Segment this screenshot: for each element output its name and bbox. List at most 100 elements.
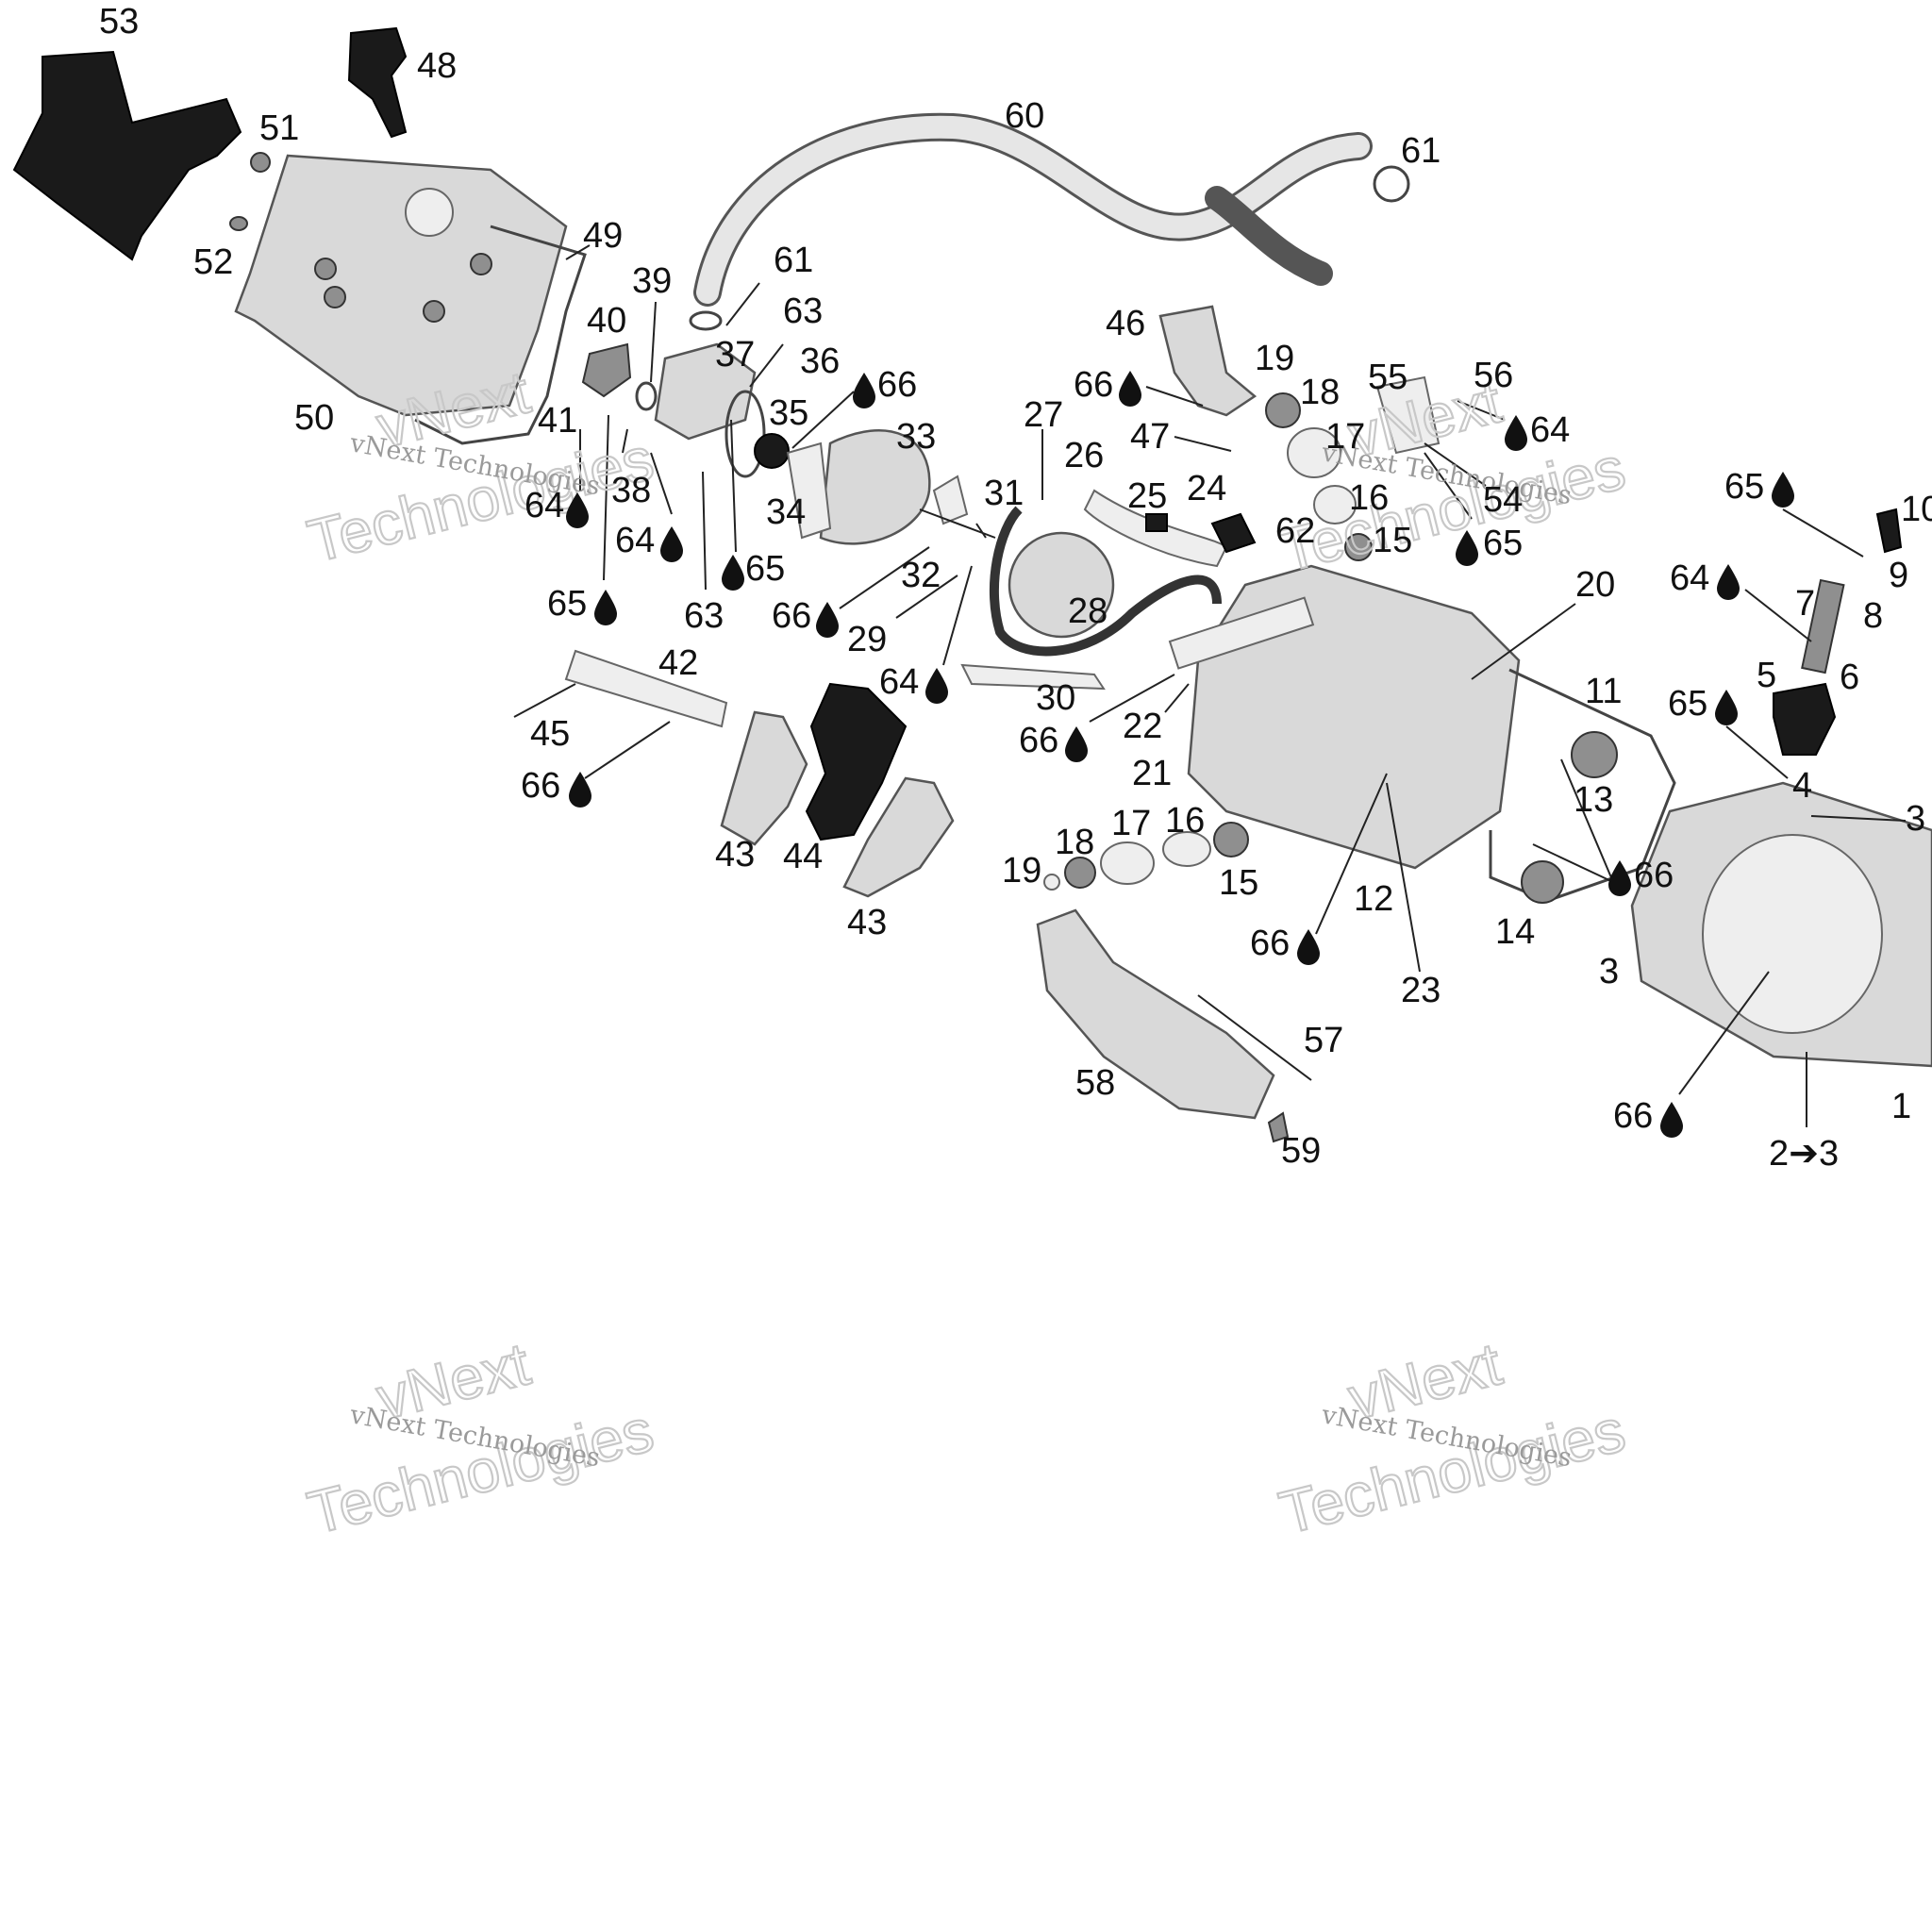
part-15-seal-upper bbox=[1344, 533, 1373, 561]
oil-drop-icon bbox=[569, 772, 591, 808]
callout-59: 59 bbox=[1281, 1131, 1321, 1171]
callout-65: 65 bbox=[547, 584, 587, 624]
leader-38 bbox=[622, 428, 628, 454]
oil-drop-icon bbox=[1608, 860, 1631, 896]
oil-drop-icon bbox=[1065, 726, 1088, 762]
leader-61a bbox=[725, 282, 760, 326]
leader-29 bbox=[895, 575, 958, 619]
part-46-intake bbox=[1158, 305, 1257, 417]
part-57-gasket bbox=[1197, 994, 1312, 1081]
part-62-fitting bbox=[1210, 512, 1257, 554]
leader-23 bbox=[1386, 782, 1421, 973]
part-50-valve-cover bbox=[234, 154, 568, 417]
callout-65-drop: 65 bbox=[1456, 524, 1523, 566]
callout-37: 37 bbox=[715, 335, 755, 375]
callout-15: 15 bbox=[1373, 521, 1412, 560]
callout-36: 36 bbox=[800, 341, 840, 381]
callout-11: 11 bbox=[1585, 672, 1622, 711]
callout-2-to-3: 2➔3 bbox=[1769, 1134, 1839, 1174]
callout-14: 14 bbox=[1495, 912, 1535, 952]
callout-22: 22 bbox=[1123, 707, 1162, 746]
callout-39: 39 bbox=[632, 261, 672, 301]
callout-40: 40 bbox=[587, 301, 626, 341]
callout-64: 64 bbox=[1670, 558, 1709, 598]
part-42-shaft bbox=[564, 649, 728, 728]
callout-64: 64 bbox=[879, 662, 919, 702]
callout-45: 45 bbox=[530, 714, 570, 754]
part-33-cover bbox=[819, 429, 931, 545]
part-16-spring-inner-upper bbox=[1313, 485, 1357, 525]
callout-66: 66 bbox=[877, 365, 917, 405]
part-49-gasket bbox=[414, 225, 587, 445]
callout-34: 34 bbox=[766, 492, 806, 532]
leader-64d bbox=[1457, 400, 1506, 421]
callout-52: 52 bbox=[193, 242, 233, 282]
part-34-plate bbox=[786, 441, 832, 540]
callout-64: 64 bbox=[615, 521, 655, 560]
callout-64-drop: 64 bbox=[879, 662, 948, 704]
callout-66: 66 bbox=[772, 596, 811, 636]
oil-drop-icon bbox=[925, 668, 948, 704]
callout-13: 13 bbox=[1574, 780, 1613, 820]
cover-hole-a bbox=[314, 258, 337, 280]
part-25-bolt bbox=[1145, 513, 1168, 532]
part-58-exhaust bbox=[1036, 908, 1275, 1120]
callout-49: 49 bbox=[583, 216, 623, 256]
callout-64: 64 bbox=[1530, 410, 1570, 450]
callout-labels: 53 48 51 52 49 50 60 61 61 39 40 63 37 3… bbox=[99, 2, 1932, 1174]
leader-66h bbox=[1678, 971, 1770, 1095]
callout-17: 17 bbox=[1111, 804, 1151, 843]
callout-66: 66 bbox=[1634, 856, 1674, 895]
leader-31 bbox=[975, 523, 987, 539]
cover-hole-c bbox=[423, 300, 445, 323]
oil-drop-icon bbox=[1660, 1102, 1683, 1138]
part-35-seal bbox=[754, 433, 790, 469]
oil-drop-icon bbox=[722, 555, 744, 591]
callout-29: 29 bbox=[847, 620, 887, 659]
oil-drop-icon bbox=[566, 492, 589, 528]
callout-27: 27 bbox=[1024, 395, 1063, 435]
part-18-retainer bbox=[1064, 857, 1096, 889]
callout-5: 5 bbox=[1757, 656, 1776, 695]
callout-8: 8 bbox=[1863, 596, 1883, 636]
leader-65b bbox=[603, 414, 609, 581]
part-43-rocker-a bbox=[720, 710, 808, 846]
part-14-valve bbox=[1521, 860, 1564, 904]
oil-drop-icon bbox=[660, 526, 683, 562]
oil-drop-icon bbox=[1717, 564, 1740, 600]
part-13-valve bbox=[1571, 731, 1618, 778]
oil-drop-icon bbox=[1715, 690, 1738, 725]
parts-layer bbox=[12, 26, 1932, 1143]
callout-58: 58 bbox=[1075, 1063, 1115, 1103]
callout-4: 4 bbox=[1792, 766, 1812, 806]
part-20-cylinder-head bbox=[1187, 564, 1521, 870]
part-60-hose-branch bbox=[1205, 186, 1333, 286]
callout-65-drop: 65 bbox=[547, 584, 617, 625]
part-10-bolt bbox=[1875, 508, 1903, 554]
part-5-cap bbox=[1773, 682, 1837, 756]
part-32-bracket bbox=[932, 475, 969, 525]
callout-20: 20 bbox=[1575, 565, 1615, 605]
callout-63: 63 bbox=[783, 291, 823, 331]
leader-65d bbox=[1782, 508, 1864, 558]
callout-3: 3 bbox=[1599, 952, 1619, 991]
part-65-oring-large bbox=[724, 390, 766, 478]
callout-66: 66 bbox=[1613, 1096, 1653, 1136]
cover-hole-b bbox=[324, 286, 346, 308]
leader-65c bbox=[1424, 452, 1473, 520]
callout-60: 60 bbox=[1005, 96, 1044, 136]
callout-48: 48 bbox=[417, 46, 457, 86]
callout-23: 23 bbox=[1401, 971, 1441, 1010]
part-40-fitting bbox=[581, 342, 632, 398]
callout-66: 66 bbox=[1074, 365, 1113, 405]
callout-28: 28 bbox=[1068, 591, 1108, 631]
oil-drop-icon bbox=[816, 602, 839, 638]
part-61-clamp-left bbox=[689, 310, 723, 331]
callout-66-drop: 66 bbox=[1608, 856, 1674, 896]
oil-drop-icon bbox=[1119, 371, 1141, 407]
leader-54 bbox=[1424, 442, 1487, 487]
callout-65-drop: 65 bbox=[1668, 684, 1738, 725]
callout-21: 21 bbox=[1132, 754, 1172, 793]
part-44-rocker-center bbox=[805, 682, 908, 841]
